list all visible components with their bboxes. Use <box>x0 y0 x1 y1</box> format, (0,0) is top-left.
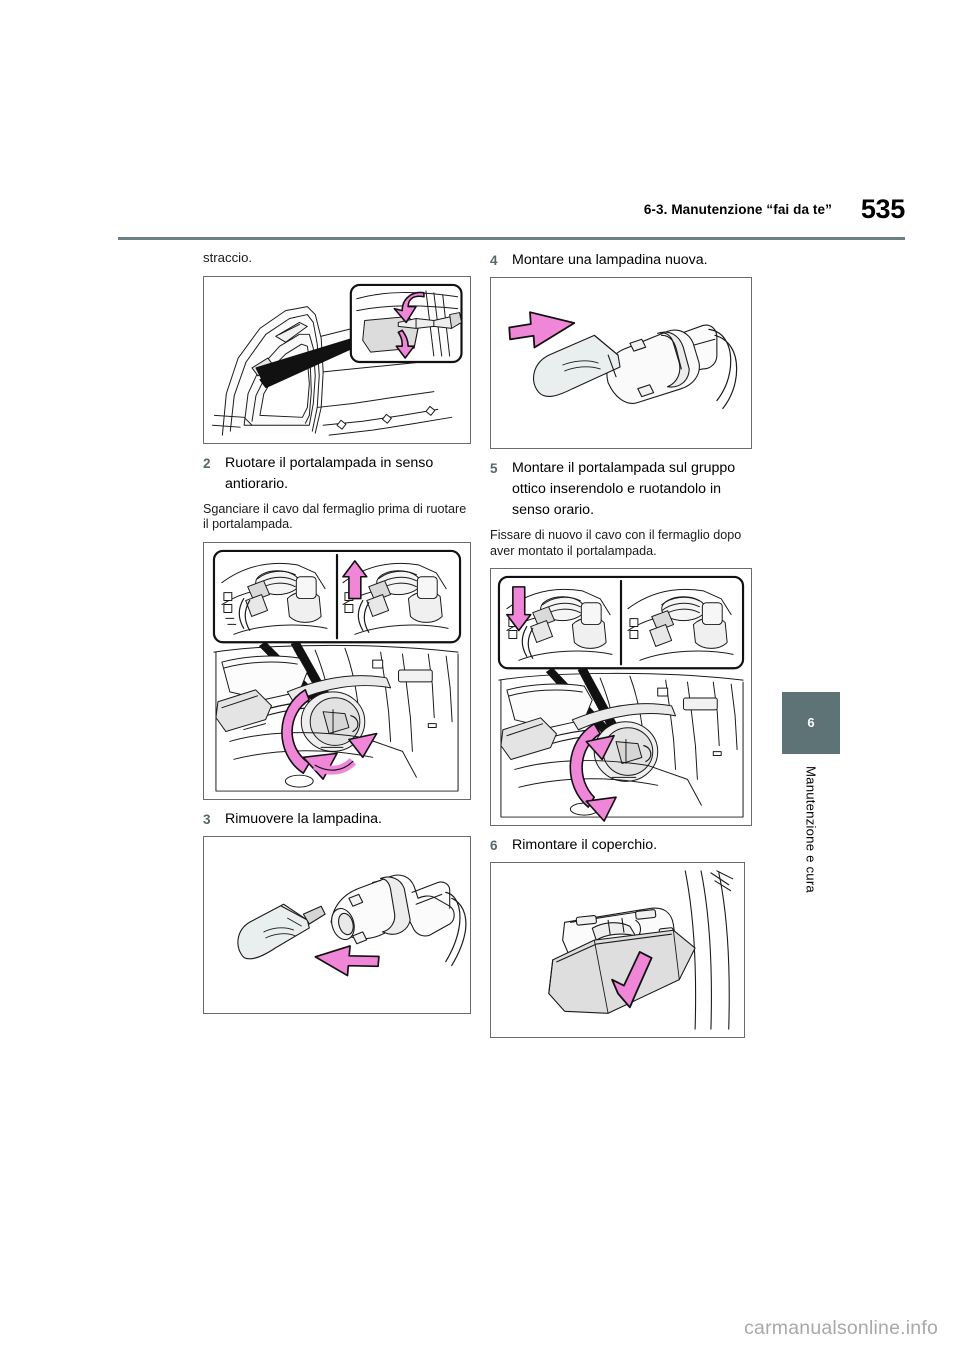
page-header: 6-3. Manutenzione “fai da te” 535 <box>0 194 960 242</box>
step-5-note: Fissare di nuovo il cavo con il fermagli… <box>490 528 742 558</box>
step-2-number: 2 <box>203 455 211 471</box>
step-5-text: Montare il portalampada sul gruppo ottic… <box>512 460 736 518</box>
step-2-note: Sganciare il cavo dal fermaglio prima di… <box>203 501 467 532</box>
step-4-number: 4 <box>490 253 498 268</box>
cover-reinstall-illustration <box>490 862 745 1039</box>
step-2: 2 Ruotare il portalampada in senso antio… <box>203 453 471 495</box>
step-3: 3 Rimuovere la lampadina. <box>203 809 471 830</box>
header-divider <box>118 237 905 240</box>
step-6: 6 Rimontare il coperchio. <box>490 835 758 856</box>
step-5-number: 5 <box>490 461 498 476</box>
step-6-text: Rimontare il coperchio. <box>512 837 658 854</box>
step-4: 4 Montare una lampadina nuova. <box>490 250 758 271</box>
step-3-text: Rimuovere la lampadina. <box>225 810 382 827</box>
step-5: 5 Montare il portalampada sul gruppo ott… <box>490 458 758 521</box>
step-6-number: 6 <box>490 838 498 854</box>
left-column: straccio. <box>203 250 471 1022</box>
site-watermark: carmanualsonline.info <box>744 1317 938 1339</box>
bulb-removal-illustration <box>203 835 471 1014</box>
step-2-text: Ruotare il portalampada in senso antiora… <box>225 454 434 492</box>
chapter-tab-label: Manutenzione e cura <box>782 766 840 1026</box>
chapter-tab: 6 <box>782 692 840 754</box>
liftgate-cover-removal-illustration <box>203 275 471 444</box>
chapter-tab-number: 6 <box>807 715 815 730</box>
header-chapter-title: 6-3. Manutenzione “fai da te” <box>643 202 832 217</box>
step-3-number: 3 <box>203 811 211 827</box>
page-number: 535 <box>860 194 905 224</box>
chapter-tab-label-text: Manutenzione e cura <box>803 766 819 893</box>
right-column: 4 Montare una lampadina nuova. <box>490 250 758 1046</box>
step-4-text: Montare una lampadina nuova. <box>512 252 708 268</box>
socket-clockwise-illustration <box>490 568 752 827</box>
socket-counterclockwise-illustration <box>203 541 471 800</box>
continued-text: straccio. <box>203 250 253 265</box>
new-bulb-insertion-illustration <box>490 277 752 449</box>
